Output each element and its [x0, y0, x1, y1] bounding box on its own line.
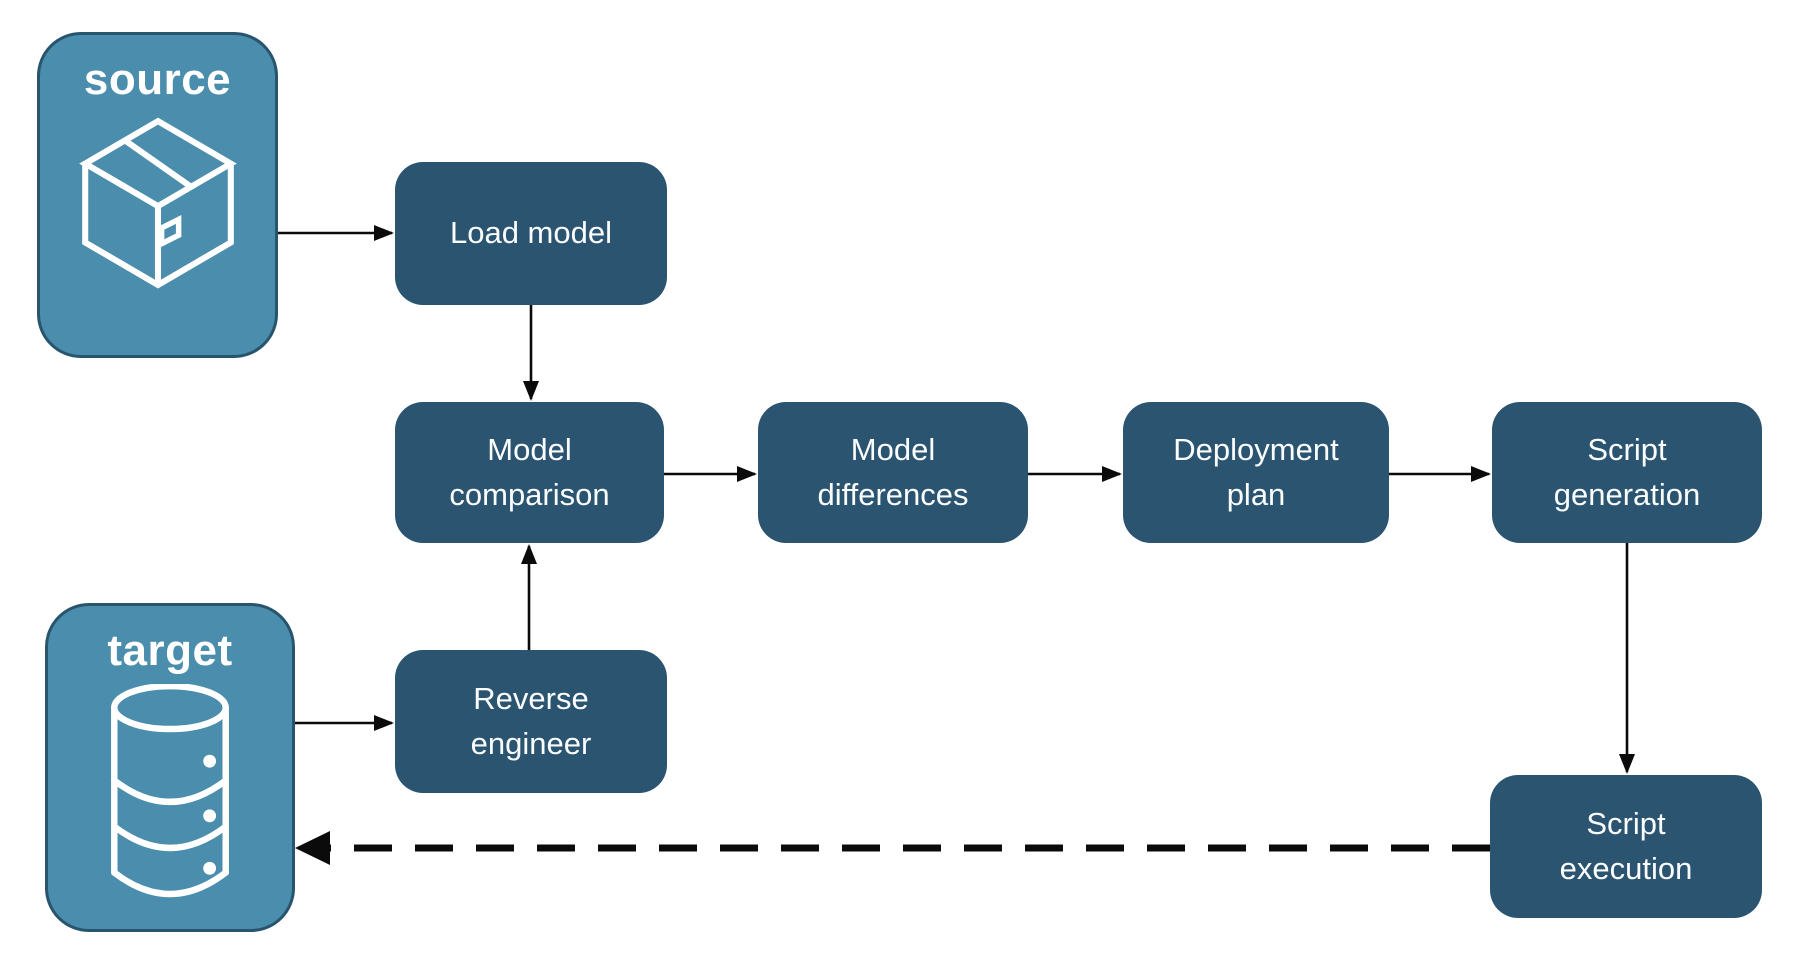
node-label: Reverse engineer	[470, 680, 592, 761]
database-icon	[95, 684, 245, 909]
source-label: source	[83, 55, 232, 104]
node-reverse-engineer: Reverse engineer	[395, 650, 667, 793]
node-label: Script generation	[1553, 431, 1701, 512]
node-model-differences: Model differences	[758, 402, 1028, 543]
node-script-generation: Script generation	[1492, 402, 1762, 543]
target-entity-box: target	[45, 603, 295, 932]
node-label: Load model	[449, 215, 612, 251]
node-deployment-plan: Deployment plan	[1123, 402, 1389, 543]
node-script-execution: Script execution	[1490, 775, 1762, 918]
package-icon	[67, 109, 249, 291]
node-load-model: Load model	[395, 162, 667, 305]
target-label: target	[107, 626, 233, 675]
node-label: Deployment plan	[1173, 431, 1339, 512]
node-model-comparison: Model comparison	[395, 402, 664, 543]
node-label: Model differences	[817, 431, 969, 512]
arrowhead-execution-to-target	[295, 831, 330, 865]
node-label: Script execution	[1559, 805, 1693, 886]
source-entity-box: source	[37, 32, 278, 358]
node-label: Model comparison	[449, 431, 610, 512]
